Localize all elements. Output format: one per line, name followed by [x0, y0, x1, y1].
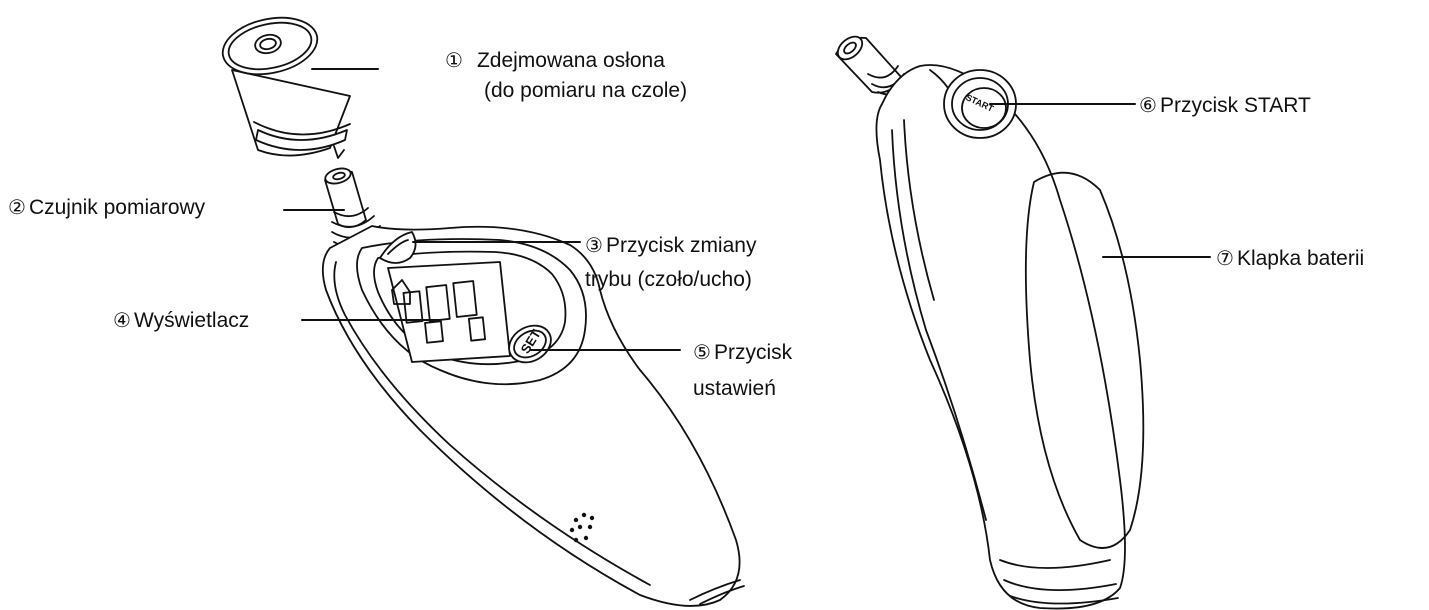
thermometer-back-illustration — [833, 32, 1143, 608]
callout-marker: ② — [8, 195, 26, 219]
probe-cover-illustration — [217, 10, 350, 158]
callout-text: Wyświetlacz — [134, 309, 249, 332]
callout-marker: ⑦ — [1216, 246, 1234, 270]
callout-marker: ⑤ — [693, 340, 711, 364]
callout-marker: ③ — [585, 233, 603, 257]
callout-text-line2: (do pomiaru na czole) — [445, 76, 687, 106]
callout-text: Klapka baterii — [1237, 247, 1364, 270]
callout-marker: ④ — [113, 308, 131, 332]
callout-text: Zdejmowana osłona — [477, 49, 665, 72]
callout-text: Przycisk START — [1160, 94, 1311, 117]
callout-text: Czujnik pomiarowy — [29, 196, 205, 219]
callout-text-line2: ustawień — [693, 374, 792, 404]
callout-1: ① Zdejmowana osłona (do pomiaru na czole) — [445, 45, 687, 106]
callout-text: Przycisk — [714, 341, 792, 364]
callout-marker: ⑥ — [1139, 93, 1157, 117]
callout-text-line2: trybu (czoło/ucho) — [585, 265, 756, 295]
callout-marker: ① — [445, 48, 463, 72]
callout-text: Przycisk zmiany — [606, 234, 757, 257]
